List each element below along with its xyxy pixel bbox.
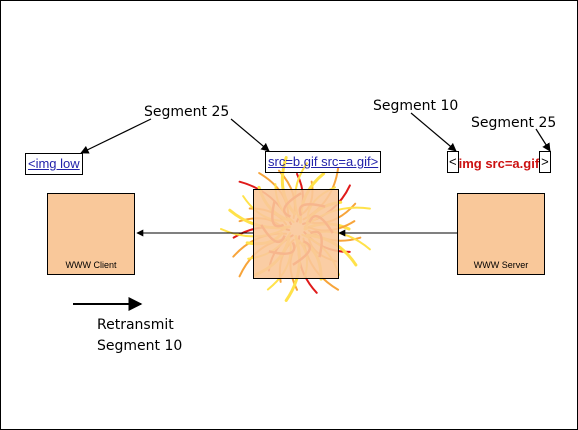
client-node: WWW Client <box>47 193 135 275</box>
retransmit-label: Retransmit Segment 10 <box>97 315 182 357</box>
pointer-seg10 <box>410 112 457 152</box>
pointer-seg25-right <box>535 128 551 152</box>
label-segment-25-left: Segment 25 <box>144 104 230 120</box>
server-packet: <img src=a.gif> <box>447 151 551 173</box>
server-node: WWW Server <box>457 193 545 275</box>
router-node <box>253 189 339 279</box>
pointer-seg25-left-a <box>80 118 152 154</box>
retransmit-line-2: Segment 10 <box>97 338 183 354</box>
label-segment-10: Segment 10 <box>373 98 459 114</box>
server-packet-close: > <box>539 151 551 173</box>
server-packet-body: img src=a.gif <box>458 156 540 171</box>
label-segment-25-right: Segment 25 <box>471 115 557 131</box>
middle-buffer: src=b.gif src=a.gif> <box>265 151 382 173</box>
pointer-seg25-left-b <box>230 118 270 152</box>
server-packet-open: < <box>447 151 459 173</box>
client-buffer: <img low <box>25 153 83 175</box>
retransmit-line-1: Retransmit <box>97 317 174 333</box>
server-node-label: WWW Server <box>473 260 529 270</box>
client-node-label: WWW Client <box>65 260 117 270</box>
